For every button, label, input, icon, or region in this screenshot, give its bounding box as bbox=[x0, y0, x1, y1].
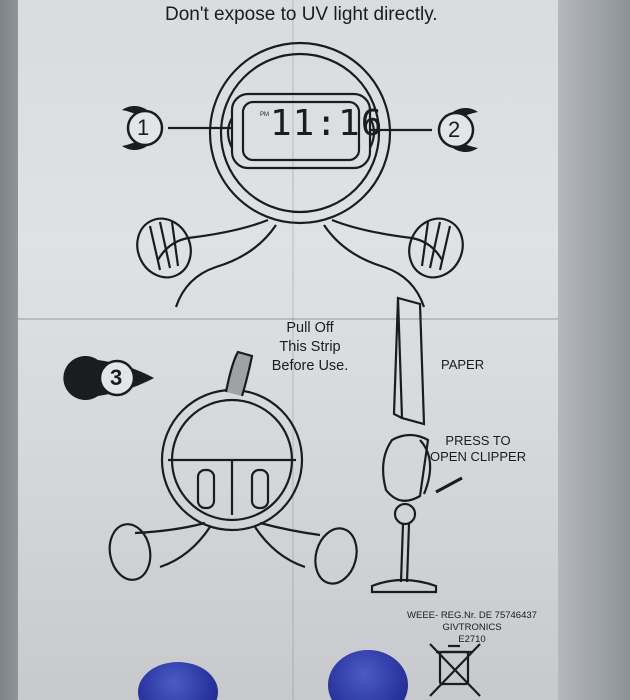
callout-1-marker bbox=[122, 106, 232, 150]
paper-strip-illustration bbox=[392, 296, 426, 426]
clip-stand-illustration bbox=[370, 433, 463, 594]
clock-back-illustration bbox=[108, 350, 358, 585]
uv-warning-text: Don't expose to UV light directly. bbox=[165, 4, 438, 25]
pull-strip-line-2: This Strip bbox=[279, 339, 341, 355]
pull-strip-instruction: Pull Off This Strip Before Use. bbox=[262, 319, 358, 376]
press-to-open-label: PRESS TO OPEN CLIPPER bbox=[430, 433, 526, 465]
callout-3-number: 3 bbox=[110, 365, 123, 390]
clock-front-illustration bbox=[136, 41, 464, 308]
paper-label: PAPER bbox=[441, 357, 485, 372]
paper-fold-vertical bbox=[292, 0, 294, 700]
weee-registration: WEEE- REG.Nr. DE 75746437 GIVTRONICS E27… bbox=[397, 610, 547, 646]
display-time: 11:16 bbox=[270, 103, 384, 144]
callout-3-marker bbox=[63, 356, 155, 401]
crossed-out-bin-icon bbox=[429, 643, 481, 697]
callout-2-number: 2 bbox=[448, 117, 461, 142]
weee-company: GIVTRONICS bbox=[442, 622, 502, 633]
weee-reg-number: WEEE- REG.Nr. DE 75746437 bbox=[407, 610, 537, 621]
display-pm-indicator: PM bbox=[260, 112, 269, 118]
press-label-line-1: PRESS TO bbox=[445, 433, 511, 448]
pull-strip-line-1: Pull Off bbox=[286, 320, 334, 336]
pull-strip-line-3: Before Use. bbox=[271, 358, 349, 374]
callout-1-number: 1 bbox=[137, 115, 150, 140]
callout-2-marker bbox=[370, 108, 478, 152]
weee-code: E2710 bbox=[458, 634, 486, 645]
right-glove bbox=[328, 650, 408, 700]
paper-fold-horizontal bbox=[18, 318, 558, 320]
press-label-line-2: OPEN CLIPPER bbox=[430, 449, 527, 464]
